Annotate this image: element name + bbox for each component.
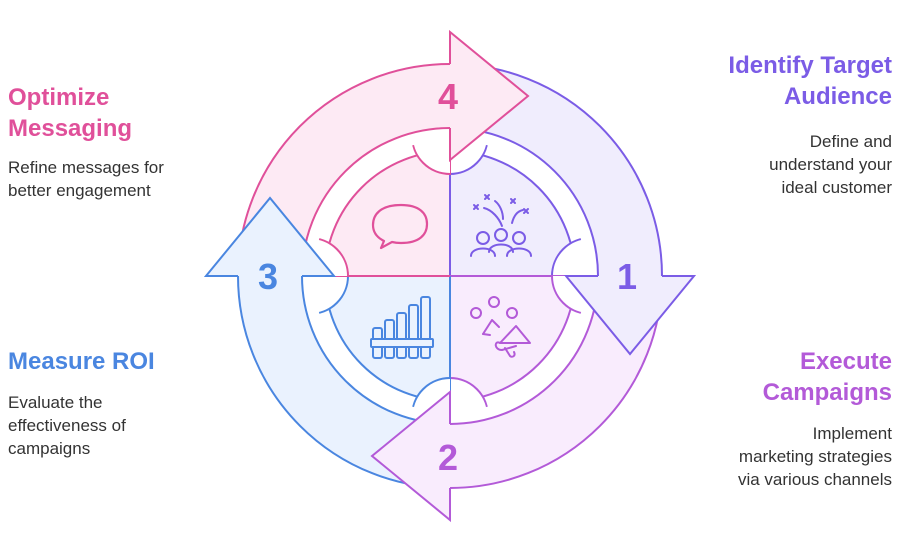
step-3-block: Measure ROI Evaluate the effectiveness o…: [8, 346, 268, 460]
step-1-block: Identify Target Audience Define and unde…: [632, 50, 892, 199]
step-3-title: Measure ROI: [8, 346, 268, 377]
title-line: Optimize: [8, 84, 110, 111]
quadrant-icons: [370, 194, 532, 359]
bar-chart-icon: [370, 296, 434, 359]
title-line: Identify Target: [728, 52, 892, 79]
title-line: Messaging: [8, 115, 133, 142]
description-line: effectiveness of: [8, 416, 126, 435]
megaphone-icon: [470, 296, 531, 358]
step-3-description: Evaluate the effectiveness of campaigns: [8, 391, 268, 460]
step-number-2: 2: [438, 437, 458, 478]
description-line: marketing strategies: [738, 447, 892, 466]
title-line: Measure ROI: [8, 348, 155, 375]
quadrant-notch: [314, 140, 450, 276]
step-1-title: Identify Target Audience: [632, 50, 892, 112]
step-numbers: 1 2 3 4: [258, 76, 637, 478]
step-number-1: 1: [617, 256, 637, 297]
arrow-step-4-head: [449, 29, 530, 163]
description-line: via various channels: [737, 470, 892, 489]
arrow-step-2-head: [370, 389, 451, 523]
arrow-step-3-head: [203, 196, 337, 277]
description-line: Implement: [812, 424, 892, 443]
step-4-title: Optimize Messaging: [8, 82, 268, 144]
quadrant-notch: [314, 276, 450, 412]
step-number-4: 4: [438, 76, 458, 117]
step-4-description: Refine messages for better engagement: [8, 156, 268, 202]
people-celebrating-icon: [470, 194, 532, 257]
description-line: Refine messages for: [8, 158, 164, 177]
title-line: Campaigns: [762, 379, 892, 406]
step-1-description: Define and understand your ideal custome…: [632, 130, 892, 199]
description-line: better engagement: [8, 181, 151, 200]
step-4-block: Optimize Messaging Refine messages for b…: [8, 82, 268, 202]
description-line: Evaluate the: [8, 393, 103, 412]
step-number-3: 3: [258, 256, 278, 297]
description-line: understand your: [769, 155, 892, 174]
step-2-title: Execute Campaigns: [632, 346, 892, 408]
speech-bubble-icon: [371, 203, 429, 250]
title-line: Execute: [799, 348, 892, 375]
description-line: ideal customer: [781, 178, 892, 197]
description-line: Define and: [809, 132, 892, 151]
arrow-step-1-head: [563, 275, 697, 356]
description-line: campaigns: [8, 439, 91, 458]
title-line: Audience: [783, 83, 892, 110]
quadrant-notch: [450, 276, 586, 412]
step-2-description: Implement marketing strategies via vario…: [632, 422, 892, 491]
step-2-block: Execute Campaigns Implement marketing st…: [632, 346, 892, 491]
quadrant-notch: [450, 140, 586, 276]
center-quadrants: [314, 140, 586, 412]
cycle-arrows: [203, 29, 697, 523]
